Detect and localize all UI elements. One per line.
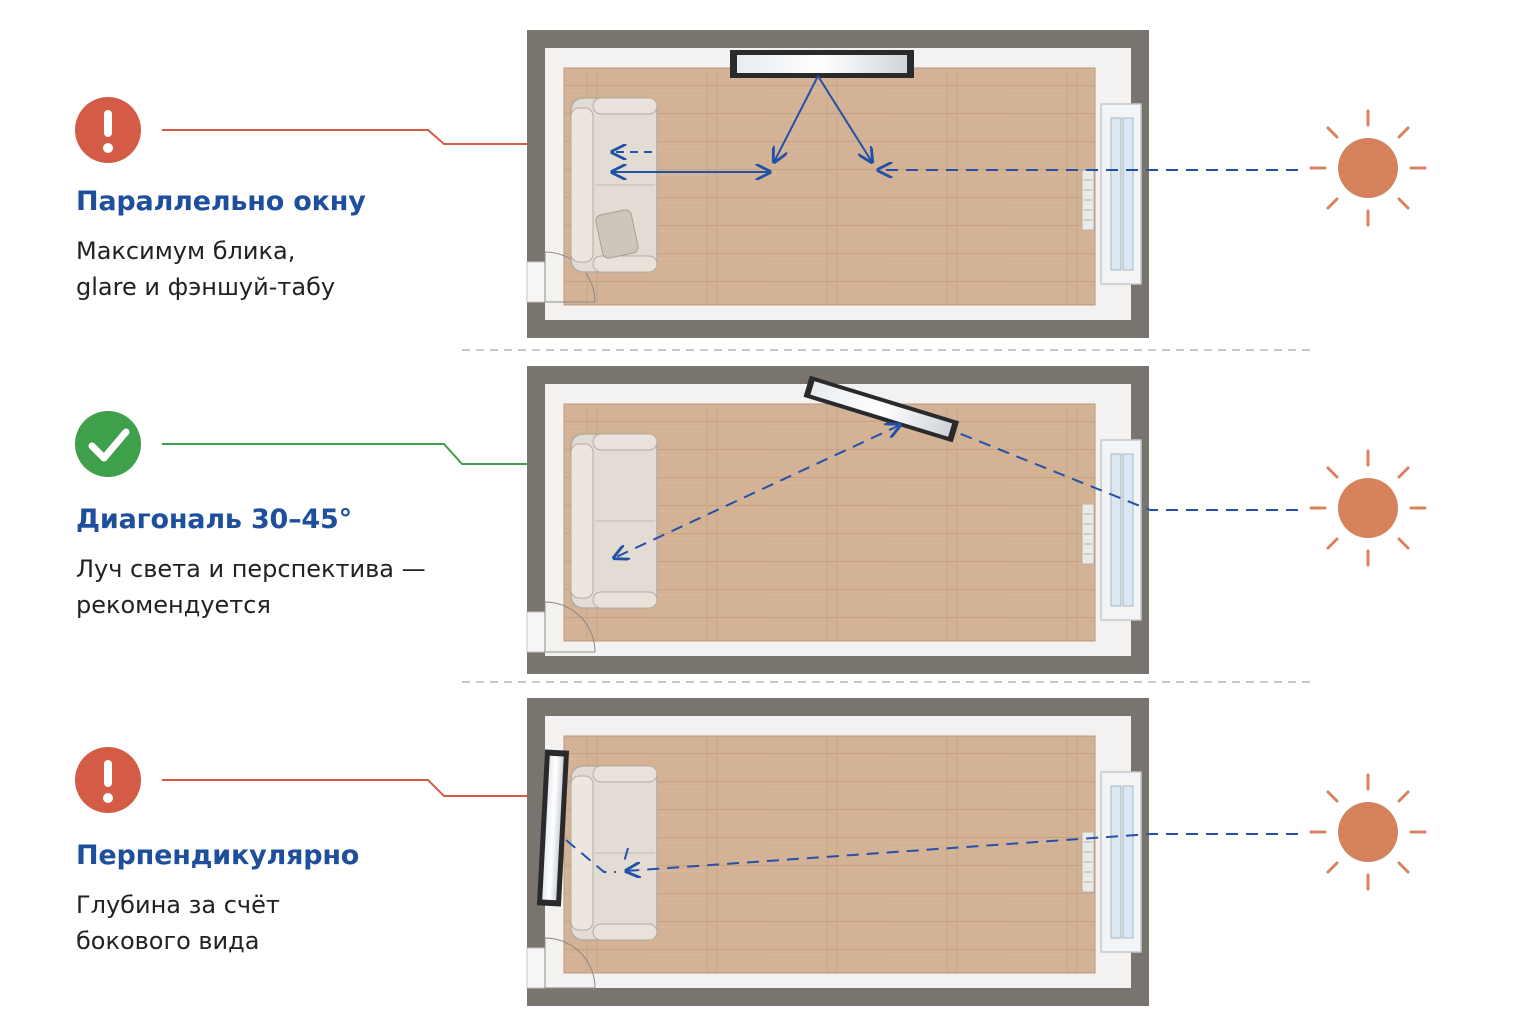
- option-perpendicular: Перпендикулярно Глубина за счёт бокового…: [76, 840, 496, 959]
- checkmark-icon: [88, 428, 130, 462]
- window: [1100, 771, 1142, 953]
- radiator: [1081, 503, 1095, 565]
- status-badge-good: [75, 411, 141, 477]
- sun-icon: [1309, 449, 1427, 567]
- exclamation-icon: [103, 760, 113, 803]
- sun-icon: [1309, 109, 1427, 227]
- option-description: Луч света и перспектива — рекомендуется: [76, 555, 426, 619]
- sofa: [570, 433, 658, 609]
- option-description: Глубина за счёт бокового вида: [76, 891, 280, 955]
- connector-line: [162, 129, 562, 145]
- light-ray: [565, 833, 1298, 872]
- exclamation-icon: [103, 110, 113, 153]
- status-badge-bad: [75, 747, 141, 813]
- tv: [803, 375, 960, 443]
- connector-line: [162, 779, 534, 797]
- sofa: [570, 765, 658, 941]
- room-plan-perpendicular: [526, 697, 1150, 1007]
- connector-line: [162, 443, 562, 465]
- option-title: Диагональ 30–45°: [76, 504, 352, 535]
- option-description: Максимум блика, glare и фэншуй-табу: [76, 237, 336, 301]
- option-title: Перпендикулярно: [76, 840, 360, 871]
- radiator: [1081, 831, 1095, 893]
- option-diagonal: Диагональ 30–45° Луч света и перспектива…: [76, 504, 496, 623]
- option-parallel: Параллельно окну Максимум блика, glare и…: [76, 186, 496, 305]
- light-ray: [612, 75, 1298, 172]
- room-plan-parallel: [526, 29, 1150, 339]
- sun-icon: [1309, 773, 1427, 891]
- light-ray: [614, 425, 1298, 558]
- radiator: [1081, 169, 1095, 231]
- status-badge-bad: [75, 97, 141, 163]
- room-plan-diagonal: [526, 365, 1150, 675]
- tv: [730, 50, 914, 78]
- option-title: Параллельно окну: [76, 186, 366, 217]
- window: [1100, 439, 1142, 621]
- tv: [536, 749, 570, 907]
- window: [1100, 103, 1142, 285]
